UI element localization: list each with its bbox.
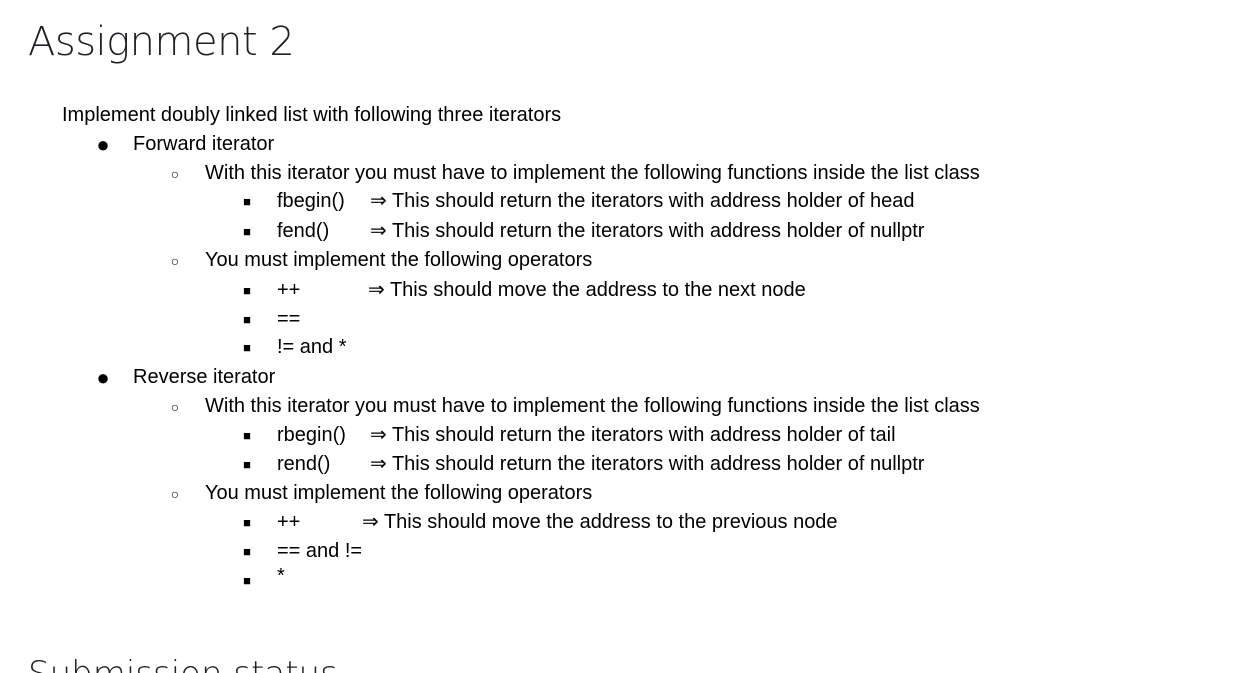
- forward-op-notequal-deref: != and *: [277, 336, 347, 358]
- forward-op-increment: ++ ⇒ This should move the address to the …: [277, 276, 806, 304]
- circle-bullet-icon: ○: [170, 486, 180, 502]
- circle-bullet-icon: ○: [170, 253, 180, 269]
- fend-description: ⇒ This should return the iterators with …: [370, 220, 925, 242]
- forward-iterator-label: Forward iterator: [133, 133, 275, 155]
- square-bullet-icon: ■: [243, 573, 251, 588]
- submission-status-heading: Submission status: [28, 650, 338, 673]
- fbegin-name: fbegin(): [277, 190, 345, 212]
- square-bullet-icon: ■: [243, 428, 251, 443]
- forward-functions-intro: With this iterator you must have to impl…: [205, 162, 980, 184]
- fbegin-description: ⇒ This should return the iterators with …: [370, 190, 915, 212]
- op-increment-description: ⇒ This should move the address to the pr…: [362, 511, 838, 533]
- op-increment-description: ⇒ This should move the address to the ne…: [368, 279, 806, 301]
- fend-name: fend(): [277, 220, 330, 242]
- intro-text: Implement doubly linked list with follow…: [62, 104, 562, 126]
- rend-description: ⇒ This should return the iterators with …: [370, 453, 925, 475]
- square-bullet-icon: ■: [243, 312, 251, 327]
- reverse-functions-intro: With this iterator you must have to impl…: [205, 395, 980, 417]
- square-bullet-icon: ■: [243, 224, 251, 239]
- reverse-op-equal-notequal: == and !=: [277, 540, 363, 562]
- reverse-op-increment: ++ ⇒ This should move the address to the …: [277, 508, 838, 536]
- op-increment: ++: [277, 511, 301, 533]
- reverse-operators-intro: You must implement the following operato…: [205, 482, 593, 504]
- disc-bullet-icon: ●: [96, 365, 110, 390]
- square-bullet-icon: ■: [243, 194, 251, 209]
- rbegin-item: rbegin() ⇒ This should return the iterato…: [277, 421, 896, 449]
- reverse-iterator-label: Reverse iterator: [133, 366, 276, 388]
- forward-op-equal: ==: [277, 308, 301, 330]
- circle-bullet-icon: ○: [170, 399, 180, 415]
- square-bullet-icon: ■: [243, 515, 251, 530]
- circle-bullet-icon: ○: [170, 166, 180, 182]
- rbegin-description: ⇒ This should return the iterators with …: [370, 424, 896, 446]
- fend-item: fend() ⇒ This should return the iterators…: [277, 217, 924, 245]
- rend-item: rend() ⇒ This should return the iterators…: [277, 450, 924, 478]
- rbegin-name: rbegin(): [277, 424, 346, 446]
- square-bullet-icon: ■: [243, 283, 251, 298]
- disc-bullet-icon: ●: [96, 132, 110, 157]
- fbegin-item: fbegin() ⇒ This should return the iterato…: [277, 187, 914, 215]
- square-bullet-icon: ■: [243, 340, 251, 355]
- forward-operators-intro: You must implement the following operato…: [205, 249, 593, 271]
- reverse-op-deref: *: [277, 565, 285, 587]
- rend-name: rend(): [277, 453, 331, 475]
- page-title: Assignment 2: [28, 19, 295, 65]
- square-bullet-icon: ■: [243, 457, 251, 472]
- square-bullet-icon: ■: [243, 544, 251, 559]
- op-increment: ++: [277, 279, 301, 301]
